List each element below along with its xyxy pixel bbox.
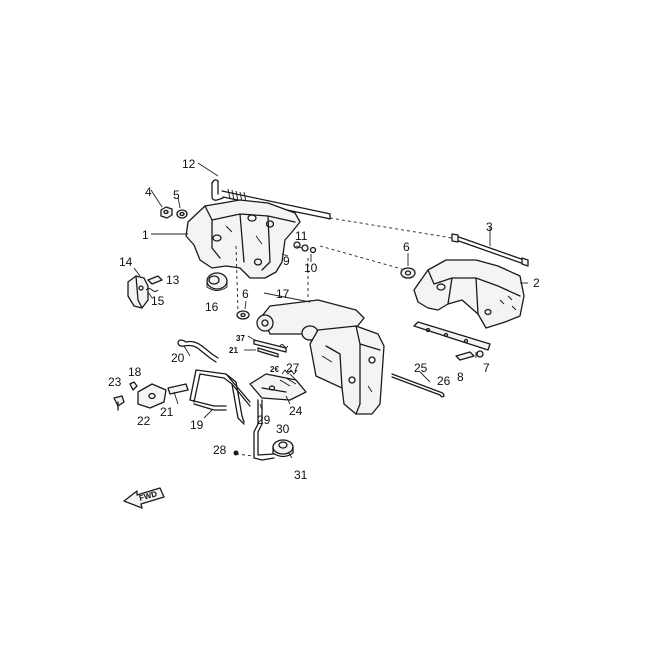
part-3-through-bolt <box>451 233 529 267</box>
callout-21-upper: 21 <box>229 346 238 355</box>
part-29-link-rod <box>253 399 275 461</box>
callout-23: 23 <box>108 375 122 389</box>
leader-lines <box>133 162 528 459</box>
callout-10: 10 <box>304 261 318 275</box>
fwd-direction-arrow: FWD <box>123 487 165 509</box>
callout-1: 1 <box>142 228 149 242</box>
callout-29: 29 <box>257 413 271 427</box>
part-20-lever-handle <box>177 339 219 363</box>
callout-22: 22 <box>137 414 151 428</box>
part-4-nut <box>160 206 173 219</box>
callout-labels: 12 4 5 1 3 2 6 11 9 10 14 13 15 16 6 17 … <box>108 157 540 482</box>
part-6-washer-right <box>400 267 416 279</box>
part-2-stern-bracket-right <box>413 259 525 329</box>
callout-18: 18 <box>128 365 142 379</box>
callout-26-small: 2€ <box>270 365 279 374</box>
part-14-lock-lever <box>127 275 149 309</box>
callout-2: 2 <box>533 276 540 290</box>
callout-16: 16 <box>205 300 219 314</box>
assembly-guide-lines <box>235 217 453 457</box>
part-24-linkage <box>249 373 307 401</box>
callout-6-right: 6 <box>403 240 410 254</box>
callout-26: 26 <box>437 374 451 388</box>
part-21-pin-lower <box>167 383 189 395</box>
callout-24: 24 <box>289 404 303 418</box>
callout-4: 4 <box>145 185 152 199</box>
part-30-knob <box>272 439 294 458</box>
part-27-spring <box>281 369 298 375</box>
part-22-mount <box>137 383 167 409</box>
callout-25: 25 <box>414 361 428 375</box>
callout-21-lower: 21 <box>160 405 174 419</box>
callout-5: 5 <box>173 188 180 202</box>
callout-6-left: 6 <box>242 287 249 301</box>
part-8-bolt <box>455 350 484 361</box>
part-18-screw <box>129 381 138 391</box>
part-23-screw <box>113 395 125 411</box>
part-1-stern-bracket-left <box>185 199 301 279</box>
callout-30: 30 <box>276 422 290 436</box>
callout-11: 11 <box>295 229 308 243</box>
callout-17: 17 <box>276 287 290 301</box>
callout-27: 27 <box>286 361 300 375</box>
callout-9: 9 <box>283 254 290 268</box>
callout-7: 7 <box>483 361 490 375</box>
part-6-washer-left <box>236 310 250 320</box>
part-13-pin <box>147 275 163 285</box>
part-7-trim-plate <box>413 321 491 351</box>
part-17-swivel-bracket <box>256 299 385 415</box>
callout-19: 19 <box>190 418 204 432</box>
part-5-washer <box>176 209 188 219</box>
part-16-bushing <box>206 272 228 291</box>
callout-20: 20 <box>171 351 185 365</box>
callout-14: 14 <box>119 255 133 269</box>
part-15-spring <box>145 288 159 292</box>
part-21-rod-upper <box>257 347 279 358</box>
part-11-bolt <box>293 241 317 254</box>
callout-12: 12 <box>182 157 196 171</box>
callout-37: 37 <box>236 334 245 343</box>
callout-3: 3 <box>486 220 493 234</box>
callout-8: 8 <box>457 370 464 384</box>
part-25-rod <box>391 373 445 398</box>
callout-15: 15 <box>151 294 165 308</box>
part-19-tilt-support <box>189 369 251 425</box>
callout-28: 28 <box>213 443 227 457</box>
part-37-pin <box>253 339 289 353</box>
callout-31: 31 <box>294 468 308 482</box>
callout-13: 13 <box>166 273 180 287</box>
